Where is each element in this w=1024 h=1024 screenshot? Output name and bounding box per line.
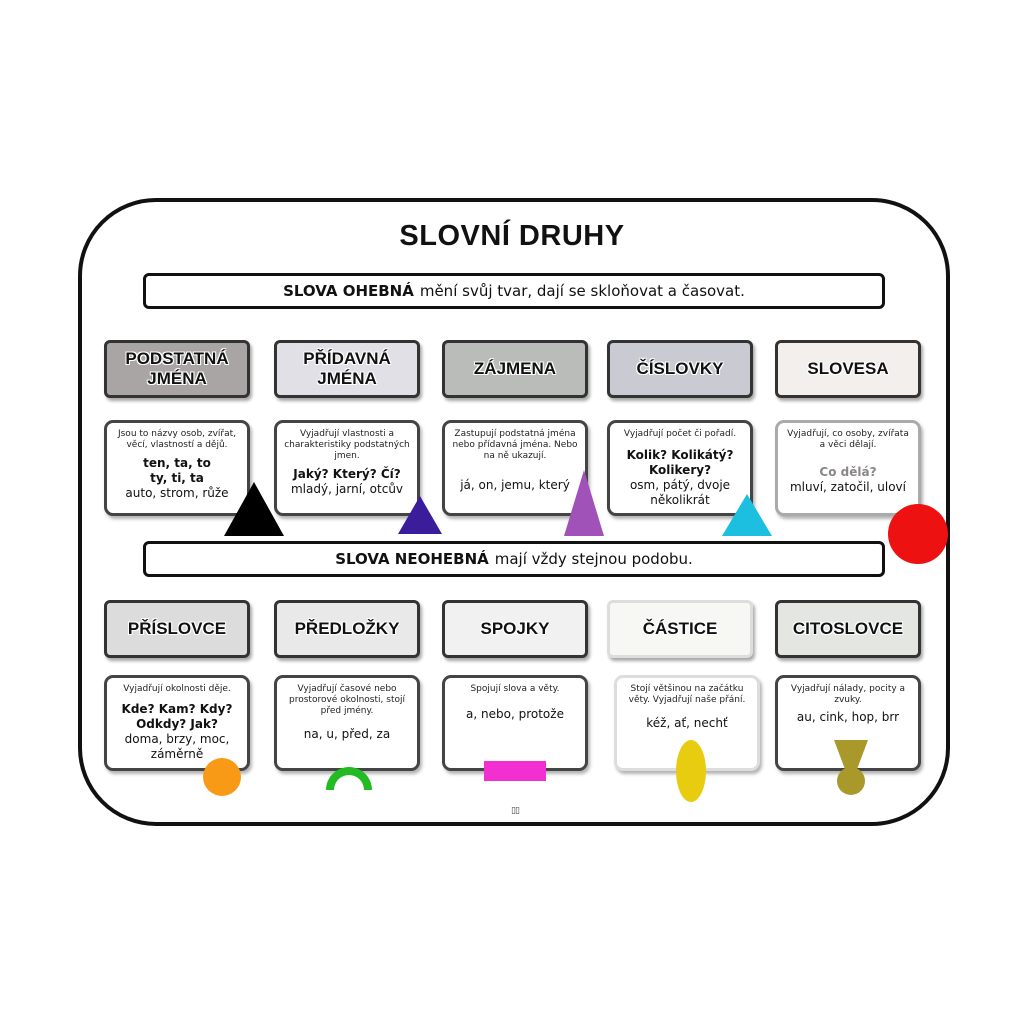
publisher-logo-icon: ▯▯ [511,806,520,816]
card-examples: já, on, jemu, který [460,478,570,492]
card-pridavna-jmena: Vyjadřují vlastnosti a charakteristiky p… [274,420,420,516]
head-label: SLOVESA [807,359,889,378]
card-description: Vyjadřují vlastnosti a charakteristiky p… [284,429,410,461]
card-question: Kolik? Kolikátý? Kolikery? [626,448,734,477]
red-circle-icon [888,504,948,564]
card-description: Vyjadřují nálady, pocity a zvuky. [790,684,906,705]
head-label: CITOSLOVCE [792,619,904,638]
card-question: ten, ta, to ty, ti, ta [143,456,211,485]
banner-inflected-bold: SLOVA OHEBNÁ [283,282,414,300]
card-examples: a, nebo, protože [466,707,564,721]
head-prislovce: PŘÍSLOVCE [104,600,250,658]
card-description: Spojují slova a věty. [470,684,560,694]
head-predlozky: PŘEDLOŽKY [274,600,420,658]
head-label: PŘEDLOŽKY [294,619,400,638]
head-label: ZÁJMENA [473,359,557,378]
card-examples: au, cink, hop, brr [796,710,900,724]
black-triangle-icon [224,482,284,536]
card-examples: mladý, jarní, otcův [290,482,404,496]
card-description: Zastupují podstatná jména nebo přídavná … [452,429,578,461]
head-label: PŘÍSLOVCE [127,619,227,638]
head-cislovky: ČÍSLOVKY [607,340,753,398]
card-examples: osm, pátý, dvoje několikrát [629,478,731,507]
magenta-bar-icon [484,761,546,781]
card-description: Jsou to názvy osob, zvířat, věcí, vlastn… [117,429,237,450]
head-citoslovce: CITOSLOVCE [775,600,921,658]
banner-inflected-text: mění svůj tvar, dají se skloňovat a časo… [419,282,745,300]
head-label: PODSTATNÁ JMÉNA [125,349,229,388]
card-examples: na, u, před, za [303,727,391,741]
head-spojky: SPOJKY [442,600,588,658]
head-castice: ČÁSTICE [607,600,753,658]
card-examples: auto, strom, růže [125,486,229,500]
head-label: ČÁSTICE [642,619,718,638]
card-prislovce: Vyjadřují okolnosti děje. Kde? Kam? Kdy?… [104,675,250,771]
card-description: Vyjadřují časové nebo prostorové okolnos… [289,684,405,716]
head-slovesa: SLOVESA [775,340,921,398]
olive-goblet-icon [834,740,868,795]
green-arc-icon [326,767,372,790]
card-description: Stojí většinou na začátku věty. Vyjadřuj… [628,684,746,705]
page-title: SLOVNÍ DRUHY [399,220,625,252]
indigo-triangle-icon [398,496,442,534]
card-description: Vyjadřují okolnosti děje. [123,684,231,694]
head-podstatna-jmena: PODSTATNÁ JMÉNA [104,340,250,398]
cyan-triangle-icon [722,494,772,536]
head-zajmena: ZÁJMENA [442,340,588,398]
card-slovesa: Vyjadřují, co osoby, zvířata a věci děla… [775,420,921,516]
banner-inflected: SLOVA OHEBNÁ mění svůj tvar, dají se skl… [143,273,885,309]
card-spojky: Spojují slova a věty. a, nebo, protože [442,675,588,771]
head-pridavna-jmena: PŘÍDAVNÁ JMÉNA [274,340,420,398]
banner-uninflected-bold: SLOVA NEOHEBNÁ [335,550,489,568]
card-description: Vyjadřují, co osoby, zvířata a věci děla… [787,429,909,450]
purple-triangle-icon [564,470,604,536]
banner-uninflected-text: mají vždy stejnou podobu. [494,550,693,568]
card-zajmena: Zastupují podstatná jména nebo přídavná … [442,420,588,516]
card-predlozky: Vyjadřují časové nebo prostorové okolnos… [274,675,420,771]
card-question: Co dělá? [819,465,877,479]
banner-uninflected: SLOVA NEOHEBNÁ mají vždy stejnou podobu. [143,541,885,577]
card-examples: mluví, zatočil, uloví [789,480,906,494]
card-cislovky: Vyjadřují počet či pořadí. Kolik? Koliká… [607,420,753,516]
publisher-logo: ▯▯ [480,806,550,816]
card-examples: doma, brzy, moc, záměrně [124,732,230,761]
card-description: Vyjadřují počet či pořadí. [623,429,737,439]
head-label: SPOJKY [480,619,550,638]
head-label: PŘÍDAVNÁ JMÉNA [303,349,391,388]
orange-circle-icon [203,758,241,796]
card-question: Kde? Kam? Kdy? Odkdy? Jak? [121,702,233,731]
head-label: ČÍSLOVKY [636,359,724,378]
card-podstatna-jmena: Jsou to názvy osob, zvířat, věcí, vlastn… [104,420,250,516]
card-examples: kéž, ať, nechť [646,716,728,730]
card-citoslovce: Vyjadřují nálady, pocity a zvuky. au, ci… [775,675,921,771]
yellow-ellipse-icon [676,740,706,802]
card-question: Jaký? Který? Čí? [293,467,401,481]
